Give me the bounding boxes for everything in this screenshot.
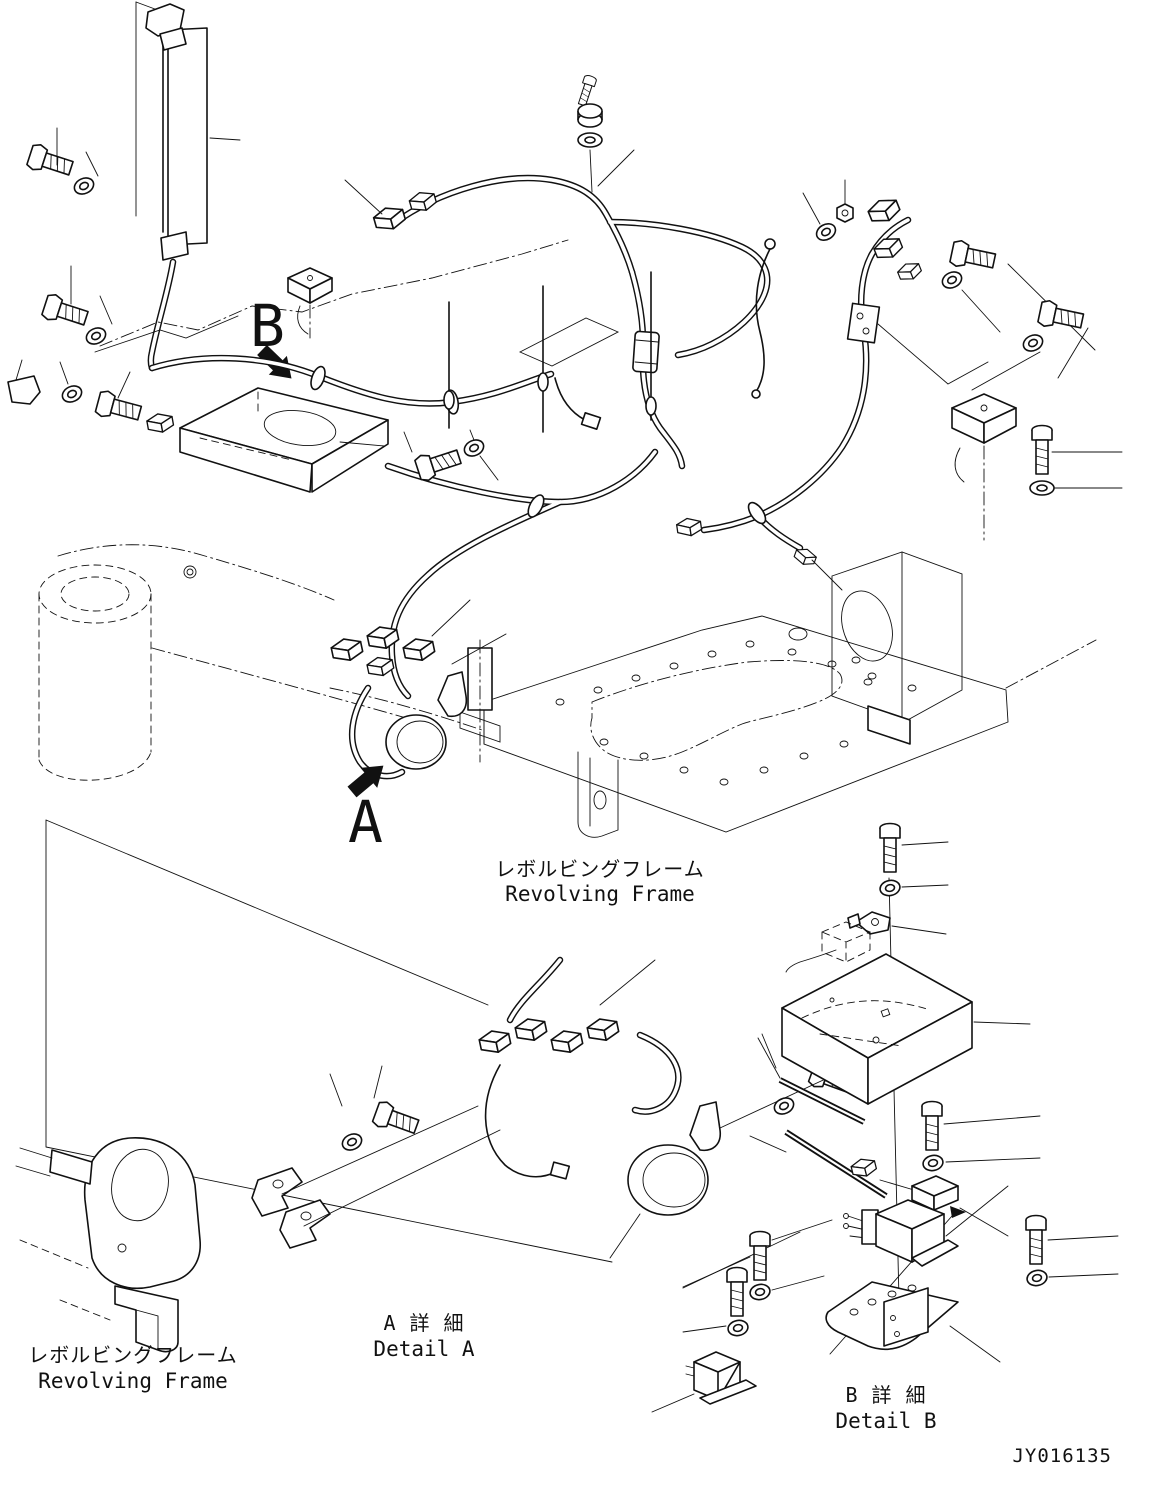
connector-icon — [871, 233, 906, 264]
nut-icon — [577, 103, 603, 119]
pedestal-small — [287, 267, 333, 339]
connector-icon — [329, 634, 365, 665]
relay-assembly — [843, 1185, 1009, 1267]
detail-b-label-en: Detail B — [835, 1409, 936, 1433]
clamp-block — [846, 302, 881, 344]
drawing-number: JY016135 — [1012, 1445, 1112, 1467]
connector-icon — [145, 410, 176, 436]
bolt-icon — [948, 238, 998, 275]
washer-icon — [1029, 480, 1055, 496]
washer-icon — [70, 174, 98, 198]
clamp-brackets — [251, 1065, 501, 1249]
trim-strips — [749, 1037, 888, 1199]
revolving-frame-caption-bottom-left: レボルビングフレーム Revolving Frame — [28, 1343, 237, 1393]
main-harness — [152, 73, 1096, 696]
revolving-frame-label-jp: レボルビングフレーム — [28, 1343, 237, 1367]
bolt-icon — [93, 388, 144, 427]
bolt-icon — [25, 141, 76, 182]
bolt-icon — [1025, 1214, 1047, 1265]
mounting-plate — [825, 1281, 1001, 1363]
washer-icon — [58, 382, 86, 406]
revolving-frame-label-jp: レボルビングフレーム — [495, 857, 704, 881]
horn-cluster-detail — [477, 960, 863, 1259]
horn-icon — [385, 714, 447, 770]
connector-icon — [895, 258, 924, 284]
panel-assembly — [7, 1, 241, 427]
washer-icon — [338, 1130, 366, 1154]
plate-holes — [555, 640, 917, 786]
washer-icon — [877, 877, 903, 899]
detail-a-caption: A 詳 細 Detail A — [373, 1311, 475, 1361]
revolving-frame-caption-center: レボルビングフレーム Revolving Frame — [495, 857, 704, 906]
pedestal-right — [951, 393, 1123, 541]
horn-icon — [627, 1144, 709, 1216]
frame-lug — [15, 1137, 201, 1353]
bolt-icon — [370, 1098, 422, 1140]
connector-icon — [865, 193, 903, 228]
clip-plate — [855, 911, 891, 935]
washer-icon — [1024, 1267, 1050, 1289]
detail-a-arrow-icon — [347, 765, 384, 798]
bolt-icon — [921, 1100, 943, 1151]
clip-bracket — [7, 375, 41, 405]
connector-icon — [549, 1026, 585, 1057]
detail-b-caption: B 詳 細 Detail B — [835, 1383, 936, 1433]
detail-a-view: レボルビングフレーム Revolving Frame A 詳 細 Detail … — [15, 819, 863, 1393]
relay-small — [651, 1351, 757, 1413]
washer-icon — [725, 1317, 751, 1339]
horn-cluster-main: A — [329, 599, 507, 856]
main-view: B — [7, 1, 1123, 906]
bolt-icon — [413, 443, 464, 484]
detail-b-cover — [781, 953, 1031, 1105]
washer-icon — [920, 1152, 946, 1174]
marker-a: A — [348, 788, 383, 856]
bolt-icon — [1031, 424, 1053, 475]
washer-icon — [1019, 331, 1047, 355]
frame-upper-outline — [57, 239, 569, 601]
washer-icon — [938, 268, 966, 292]
connector-icon — [585, 1014, 621, 1045]
connector-icon — [675, 516, 703, 539]
sensor-connector — [849, 1155, 1009, 1237]
detail-a-label-jp: A 詳 細 — [383, 1311, 464, 1335]
connector-icon — [477, 1026, 513, 1057]
bolt-icon — [575, 73, 598, 108]
detail-a-label-en: Detail A — [373, 1337, 475, 1361]
revolving-frame-label-en: Revolving Frame — [38, 1369, 228, 1393]
washer-icon — [747, 1281, 773, 1303]
cover-box-assembly: B — [145, 292, 389, 493]
bolt-icon — [726, 1266, 748, 1317]
bolt-icon — [879, 822, 901, 873]
connector-icon — [513, 1014, 549, 1045]
revolving-frame — [38, 551, 1097, 838]
washer-icon — [577, 132, 603, 148]
connector-icon — [371, 202, 408, 234]
revolving-frame-label-en: Revolving Frame — [505, 882, 695, 906]
bolt-icon — [749, 1230, 771, 1281]
washer-icon — [812, 219, 840, 245]
bolt-icon — [1036, 298, 1086, 335]
bolt-icon — [40, 291, 91, 332]
connector-icon — [401, 634, 437, 665]
detail-b-view: B 詳 細 Detail B JY016135 — [651, 822, 1119, 1467]
detail-b-label-jp: B 詳 細 — [845, 1383, 926, 1407]
